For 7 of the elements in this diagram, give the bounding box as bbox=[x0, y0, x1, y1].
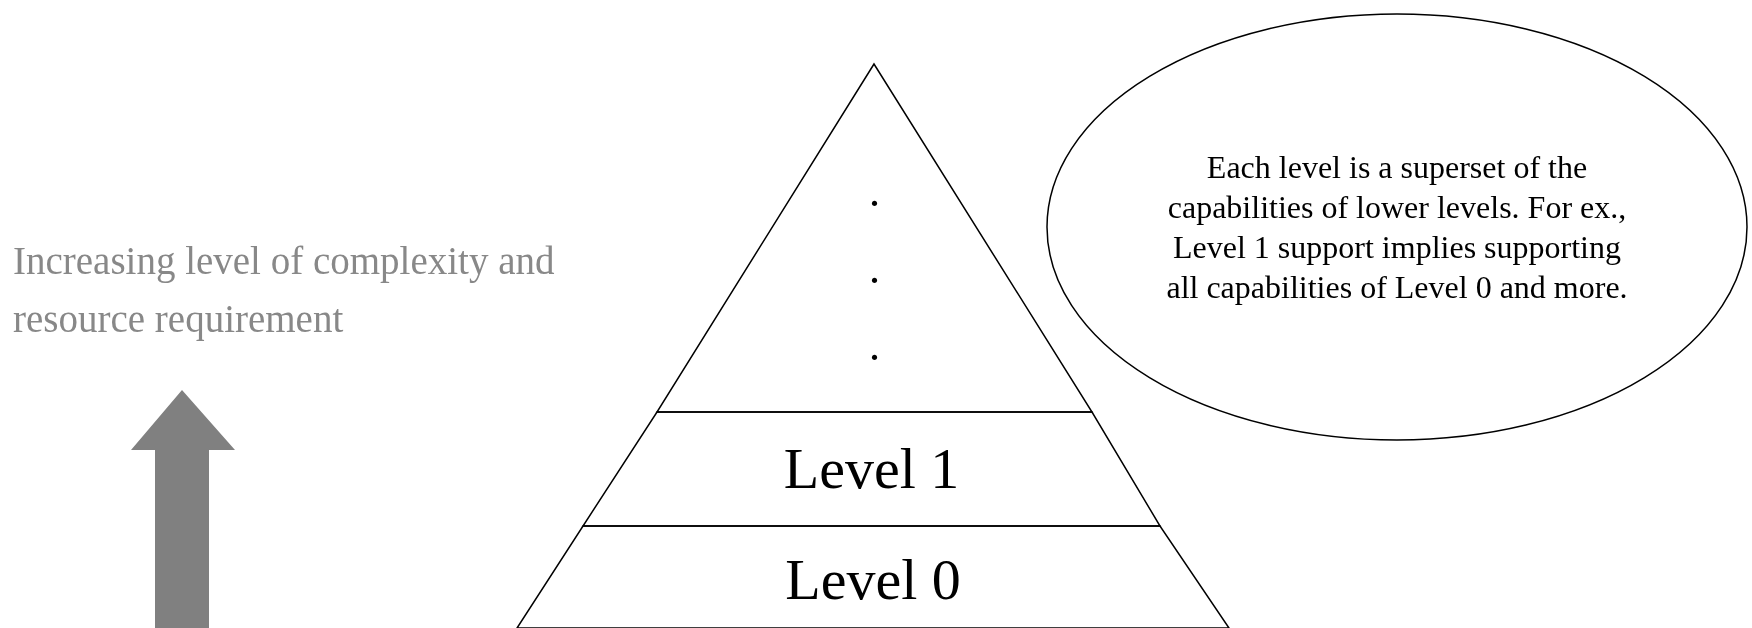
ellipsis-dot: . bbox=[868, 244, 881, 294]
ellipsis-dot: . bbox=[868, 321, 881, 371]
callout-text: Each level is a superset of the capabilities of lower levels. For ex., Level 1 support implies supporting all capabilities of Level 0 and more. bbox=[1165, 148, 1629, 307]
level-label: Level 0 bbox=[784, 548, 962, 612]
level-label: Level 1 bbox=[782, 437, 961, 501]
axis-note: Increasing level of complexity and resource requirement bbox=[13, 238, 556, 343]
ellipsis-dot: . bbox=[868, 167, 881, 217]
